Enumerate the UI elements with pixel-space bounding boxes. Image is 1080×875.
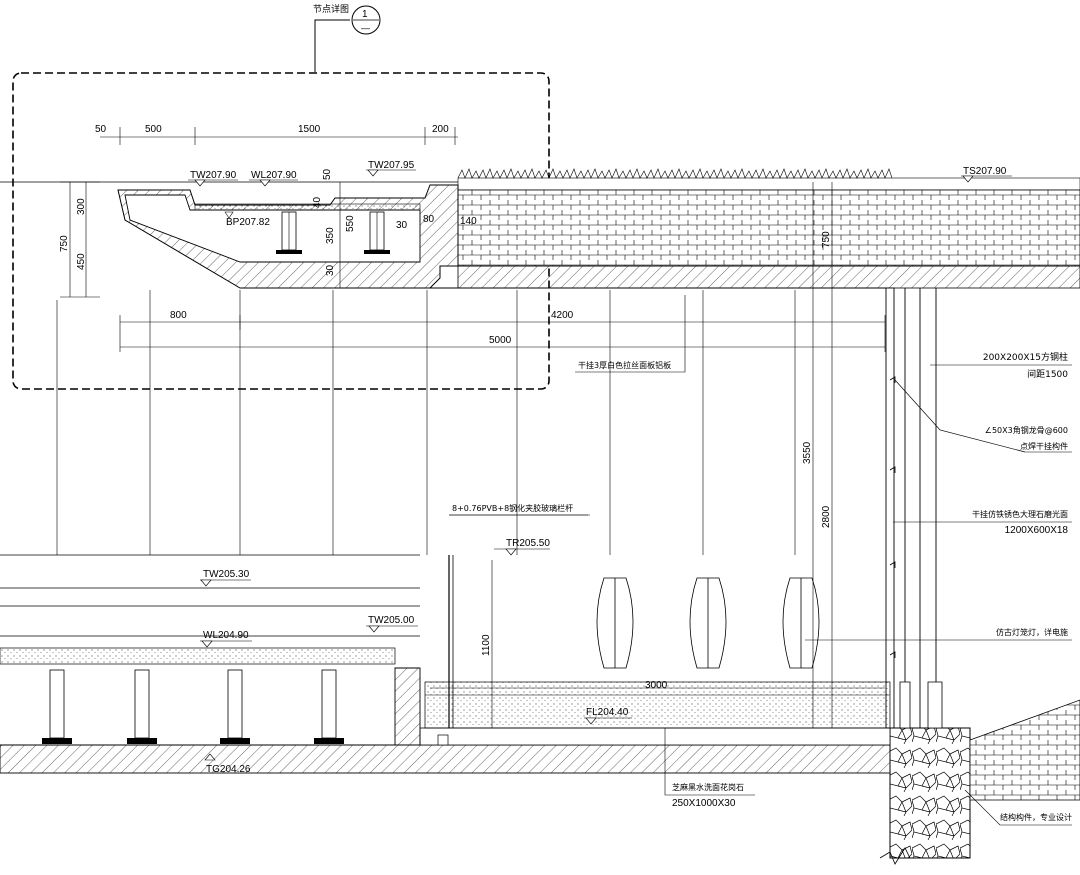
dim-140: 140 <box>460 216 477 227</box>
dim-1500: 1500 <box>298 124 321 135</box>
lanterns <box>596 577 820 669</box>
svg-text:WL207.90: WL207.90 <box>251 170 297 181</box>
note-beam-2: 间距1500 <box>1027 368 1068 380</box>
note-lamp: 仿古灯笼灯，详电施 <box>996 627 1068 637</box>
note-curb-2: 250X1000X30 <box>672 798 736 809</box>
dim-30b: 30 <box>325 264 336 276</box>
elev-wl20490: WL204.90 <box>200 630 252 648</box>
dim-350: 350 <box>325 227 336 244</box>
elev-tr20550: TR205.50 <box>494 538 550 556</box>
detail-boundary <box>12 72 550 390</box>
elevation-markers: TW207.90 WL207.90 TW207.95 BP207.82 TS20… <box>188 160 1012 775</box>
dimension-lines <box>60 127 886 728</box>
panel-joints <box>56 290 796 555</box>
detail-callout: 节点详图 1 — <box>313 3 381 72</box>
lower-floor <box>0 681 891 774</box>
elev-wl20790: WL207.90 <box>249 170 298 187</box>
dim-200: 200 <box>432 124 449 135</box>
elev-fl20440: FL204.40 <box>584 707 632 725</box>
note-beam-1: 200X200X15方钢柱 <box>983 351 1068 363</box>
elev-tw20500: TW205.00 <box>366 615 418 633</box>
dim-800: 800 <box>170 310 187 321</box>
svg-text:WL204.90: WL204.90 <box>203 630 249 641</box>
note-glass: 8+0.76PVB+8钢化夹胶玻璃栏杆 <box>452 503 573 513</box>
detail-number: 1 <box>362 9 368 20</box>
note-angle-2: 点焊干挂构件 <box>1020 441 1068 451</box>
detail-sheet: — <box>361 23 370 33</box>
dim-40: 40 <box>312 196 323 208</box>
upper-pool <box>117 184 459 289</box>
note-structure: 结构构件，专业设计 <box>1000 812 1072 822</box>
note-angle-1: ∠50X3角钢龙骨@600 <box>985 425 1068 435</box>
elev-ts20790: TS207.90 <box>961 166 1012 183</box>
elev-bp20782: BP207.82 <box>224 211 270 228</box>
dim-5000: 5000 <box>489 335 512 346</box>
dim-4200: 4200 <box>551 310 574 321</box>
note-stone-2: 1200X600X18 <box>1005 525 1069 536</box>
svg-text:FL204.40: FL204.40 <box>586 707 629 718</box>
dim-750a: 750 <box>59 235 70 252</box>
note-stainless: 干挂3厚白色拉丝面板铝板 <box>578 360 671 370</box>
svg-text:BP207.82: BP207.82 <box>226 217 270 228</box>
svg-text:TS207.90: TS207.90 <box>963 166 1007 177</box>
dim-30a: 30 <box>396 220 408 231</box>
svg-text:TW207.95: TW207.95 <box>368 160 415 171</box>
annotation-notes: 200X200X15方钢柱 间距1500 ∠50X3角钢龙骨@600 点焊干挂构… <box>452 351 1072 822</box>
leader-lines <box>449 295 1072 826</box>
note-stone-1: 干挂仿铁锈色大理石磨光面 <box>972 509 1068 519</box>
lower-pool <box>0 554 421 746</box>
dim-1100: 1100 <box>481 634 492 656</box>
dim-50v: 50 <box>322 168 333 180</box>
dimension-labels: 50 500 1500 200 300 750 450 50 40 550 35… <box>59 124 832 691</box>
dim-80: 80 <box>423 214 435 225</box>
feature-wall <box>879 287 1080 865</box>
dim-750b: 750 <box>821 231 832 248</box>
svg-text:TG204.26: TG204.26 <box>206 764 251 775</box>
dim-550: 550 <box>345 215 356 232</box>
dim-450: 450 <box>76 253 87 270</box>
elev-tw20790: TW207.90 <box>188 170 238 187</box>
dim-3550: 3550 <box>802 441 813 464</box>
elev-tw20530: TW205.30 <box>200 569 251 587</box>
elev-tg20426: TG204.26 <box>204 753 251 775</box>
svg-text:TW205.30: TW205.30 <box>203 569 250 580</box>
dim-2800: 2800 <box>821 505 832 528</box>
elev-tw20795: TW207.95 <box>366 160 416 177</box>
dim-3000: 3000 <box>645 680 668 691</box>
dim-50: 50 <box>95 124 107 135</box>
dim-300: 300 <box>76 198 87 215</box>
svg-text:TR205.50: TR205.50 <box>506 538 550 549</box>
svg-text:TW207.90: TW207.90 <box>190 170 237 181</box>
note-curb-1: 芝麻黑水洗面花岗石 <box>672 782 744 792</box>
detail-label: 节点详图 <box>313 3 349 15</box>
dim-500: 500 <box>145 124 162 135</box>
svg-text:TW205.00: TW205.00 <box>368 615 415 626</box>
